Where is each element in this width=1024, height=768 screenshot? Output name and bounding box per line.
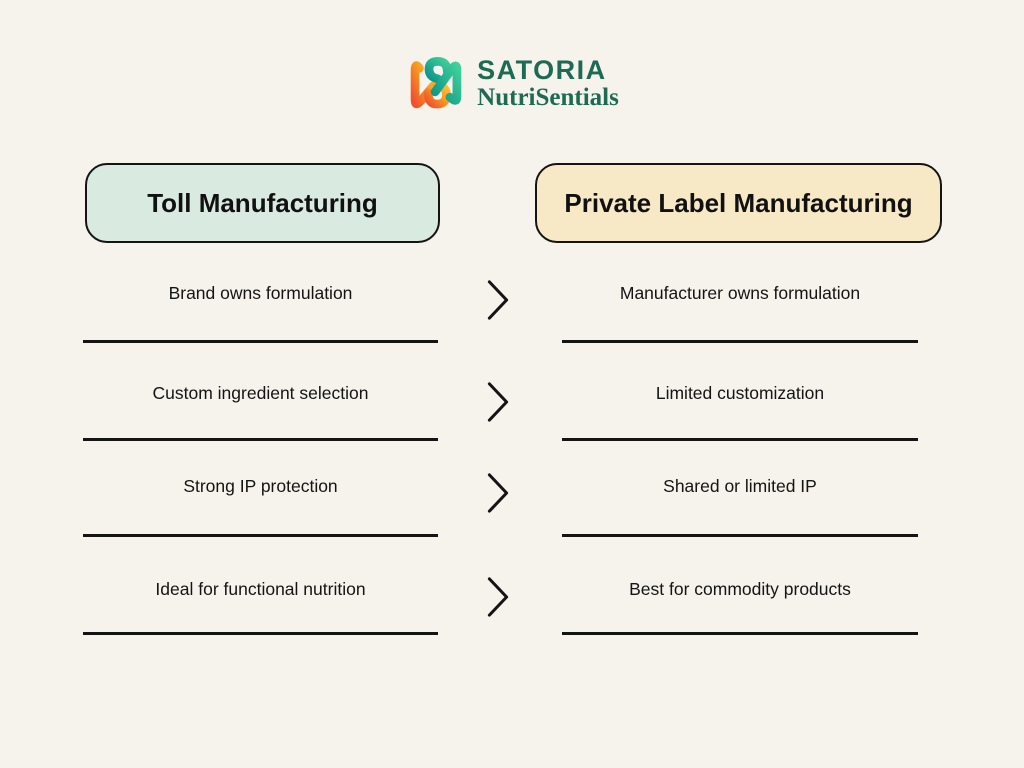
comparison-cell-left: Strong IP protection (83, 475, 438, 537)
brand-tagline: NutriSentials (477, 84, 619, 112)
chevron-right-icon (487, 280, 509, 320)
brand-name: SATORIA (477, 55, 607, 86)
logo: SATORIA NutriSentials (0, 50, 1024, 118)
comparison-cell-right: Shared or limited IP (562, 475, 918, 537)
comparison-cell-right: Limited customization (562, 382, 918, 441)
column-header-toll-manufacturing: Toll Manufacturing (85, 163, 440, 243)
comparison-cell-right: Manufacturer owns formulation (562, 282, 918, 343)
column-header-private-label-manufacturing: Private Label Manufacturing (535, 163, 942, 243)
logo-text: SATORIA NutriSentials (477, 56, 619, 112)
comparison-cell-left: Ideal for functional nutrition (83, 578, 438, 635)
chevron-right-icon (487, 382, 509, 422)
comparison-cell-left: Brand owns formulation (83, 282, 438, 343)
chevron-right-icon (487, 577, 509, 617)
ns-monogram-icon (410, 56, 462, 109)
comparison-cell-right: Best for commodity products (562, 578, 918, 635)
comparison-cell-left: Custom ingredient selection (83, 382, 438, 441)
chevron-right-icon (487, 473, 509, 513)
